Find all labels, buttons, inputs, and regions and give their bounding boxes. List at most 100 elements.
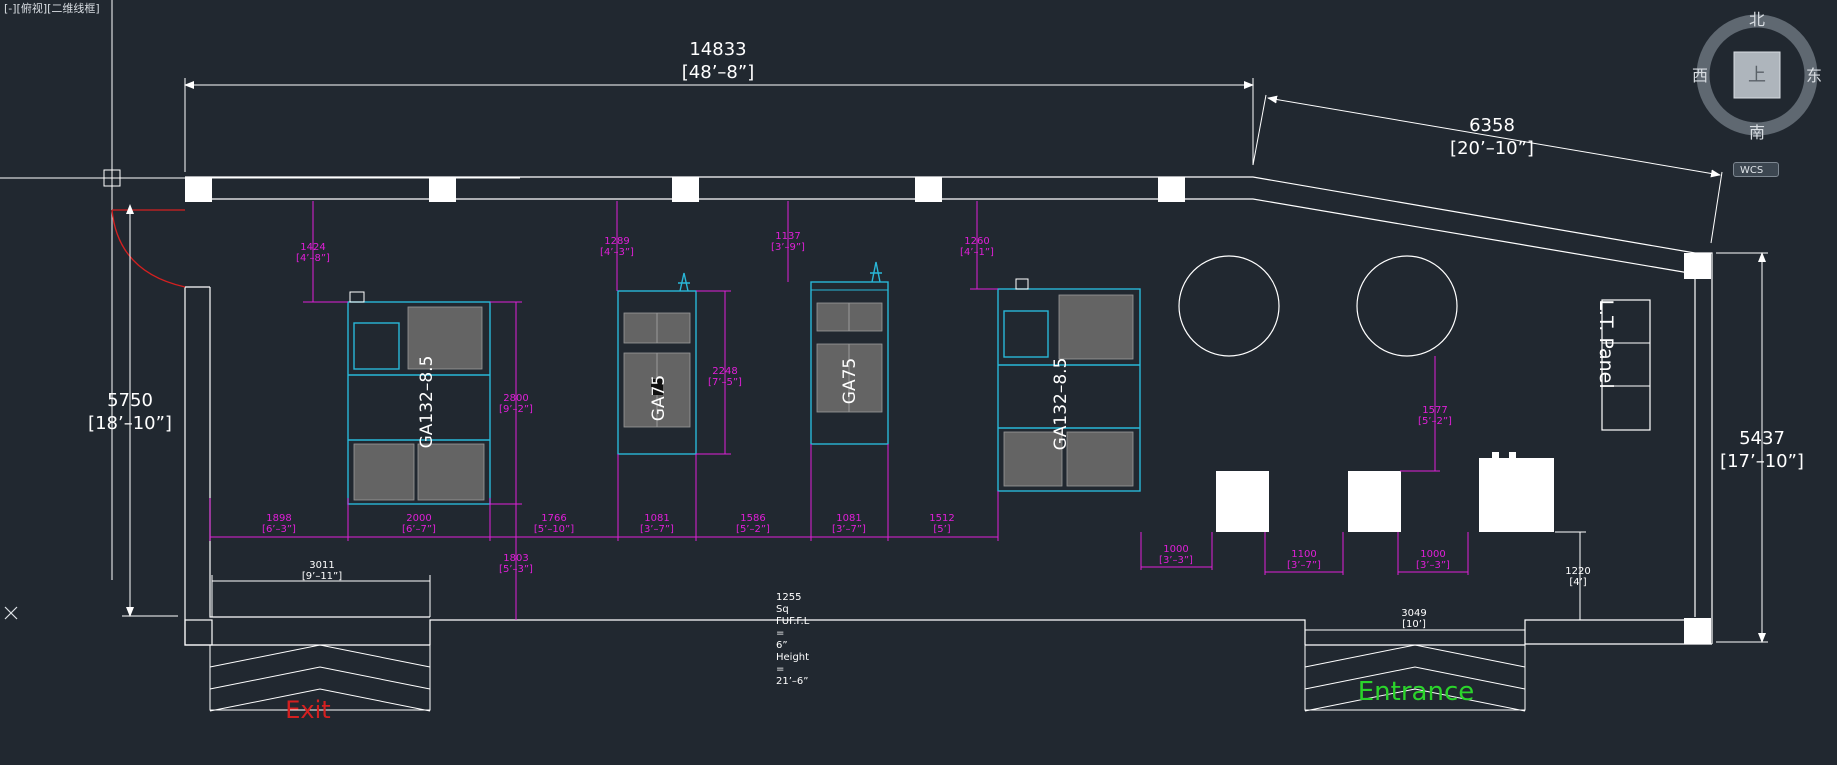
- entrance-label: Entrance: [1358, 677, 1475, 707]
- dim-left-height-ft: [18’–10”]: [88, 413, 172, 434]
- dim-entrance-width: 3049 [10’]: [1305, 608, 1525, 631]
- dim-ft: [5’–3”]: [499, 564, 533, 575]
- dim-ft: [5’–2”]: [1418, 416, 1452, 427]
- dim-right-height-mm: 5437: [1739, 428, 1785, 449]
- machine-ga75-2[interactable]: GA75: [810, 261, 889, 445]
- lt-panel-label: L.T. Panel: [1595, 299, 1617, 388]
- dim-mm: 1100: [1291, 549, 1316, 560]
- dim-mm: 3049: [1401, 608, 1426, 619]
- dim-ft: [9’–11”]: [302, 571, 342, 582]
- viewport-controls-label[interactable]: [-][俯视][二维线框]: [4, 2, 100, 15]
- door-swing: [111, 209, 186, 288]
- dim-mm: 1803: [503, 553, 528, 564]
- dim-diagonal-ft: [20’–10”]: [1450, 138, 1534, 159]
- building-outline: [184, 176, 1713, 646]
- dim-diagonal-mm: 6358: [1469, 115, 1515, 136]
- compass-east[interactable]: 东: [1806, 66, 1822, 85]
- dim-mm: 1081: [644, 513, 669, 524]
- exit-label: Exit: [285, 696, 330, 724]
- viewcube-face[interactable]: [1733, 51, 1781, 99]
- dim-ft: [3’–9”]: [771, 242, 805, 253]
- dim-mm: 1220: [1565, 566, 1590, 577]
- machine-label: GA132–8.5: [1051, 358, 1071, 451]
- machine-label: GA75: [649, 375, 669, 421]
- note-line: 6”: [776, 640, 788, 651]
- note-line: 1255: [776, 592, 801, 603]
- dim-mm: 1898: [266, 513, 291, 524]
- dim-mm: 1137: [775, 231, 800, 242]
- dim-mm: 1260: [964, 236, 989, 247]
- dryer-units[interactable]: [1216, 452, 1554, 532]
- compass-west[interactable]: 西: [1692, 66, 1708, 85]
- machine-ga75-1[interactable]: GA75: [617, 272, 697, 455]
- note-line: =: [776, 664, 784, 675]
- dim-ft: [5’–10”]: [534, 524, 574, 535]
- note-line: 21’–6”: [776, 676, 808, 687]
- dim-top-length: 14833 [48’–8”]: [184, 39, 1254, 172]
- entrance-steps: Entrance: [1304, 644, 1526, 712]
- dim-ft: [3’–7”]: [640, 524, 674, 535]
- machine-label: GA132–8.5: [417, 356, 437, 449]
- dim-ft: [4’–3”]: [600, 247, 634, 258]
- compass-south[interactable]: 南: [1749, 123, 1765, 142]
- machine-ga132-left[interactable]: GA132–8.5: [347, 291, 491, 505]
- dim-mm: 1577: [1422, 405, 1447, 416]
- machine-ga132-right[interactable]: GA132–8.5: [997, 278, 1141, 492]
- dim-top-length-ft: [48’–8”]: [682, 62, 754, 83]
- dim-ft: [7’–5”]: [708, 377, 742, 388]
- dim-machine-heights: 2800 [9’–2”] 2248 [7’–5”] 1803 [5’–3”]: [490, 290, 742, 620]
- dim-mm: 1424: [300, 242, 325, 253]
- dim-ft: [6’–7”]: [402, 524, 436, 535]
- viewcube[interactable]: 上 北 南 西 东: [1692, 10, 1822, 142]
- dim-mm: 1081: [836, 513, 861, 524]
- floor-note: 1255 Sq FUF.F.L = 6” Height = 21’–6”: [776, 592, 810, 687]
- dim-ft: [3’–7”]: [1287, 560, 1321, 571]
- dim-right-height-ft: [17’–10”]: [1720, 451, 1804, 472]
- dim-ft: [4’–1”]: [960, 247, 994, 258]
- dim-right-height: 5437 [17’–10”]: [1716, 252, 1804, 643]
- viewcube-face-label: 上: [1748, 65, 1766, 86]
- dim-mm: 3011: [309, 560, 334, 571]
- dim-clearances-top: 1424 [4’–8”] 1289 [4’–3”] 1137 [3’–9”] 1…: [296, 201, 998, 303]
- note-line: Height: [776, 652, 809, 663]
- dim-left-height-mm: 5750: [107, 390, 153, 411]
- dim-left-height: 5750 [18’–10”]: [88, 204, 178, 617]
- dim-top-length-mm: 14833: [689, 39, 746, 60]
- machine-label: GA75: [840, 358, 860, 404]
- dim-mm: 1766: [541, 513, 566, 524]
- lt-panel[interactable]: L.T. Panel: [1595, 299, 1651, 431]
- dim-ft: [4’–8”]: [296, 253, 330, 264]
- note-line: Sq: [776, 604, 789, 615]
- dim-ft: [3’–3”]: [1159, 555, 1193, 566]
- air-receiver-tanks[interactable]: [1178, 255, 1458, 357]
- wcs-menu[interactable]: WCS: [1733, 162, 1779, 177]
- dim-mm: 1586: [740, 513, 765, 524]
- dim-diagonal: 6358 [20’–10”]: [1252, 94, 1723, 244]
- dim-ft: [6’–3”]: [262, 524, 296, 535]
- columns: [184, 177, 1711, 646]
- dim-ft: [4’]: [1569, 577, 1586, 588]
- dim-mm: 1000: [1163, 544, 1188, 555]
- compass-north[interactable]: 北: [1749, 10, 1765, 29]
- dim-mm: 2000: [406, 513, 431, 524]
- dim-row-bottom: 1898 [6’–3”] 2000 [6’–7”] 1766 [5’–10”] …: [209, 444, 999, 541]
- dim-ft: [3’–7”]: [832, 524, 866, 535]
- note-line: =: [776, 628, 784, 639]
- exit-steps: Exit: [209, 644, 431, 724]
- note-line: FUF.F.L: [776, 616, 810, 627]
- dim-ft: [5’]: [933, 524, 950, 535]
- dim-exit-width: 3011 [9’–11”]: [211, 560, 431, 617]
- dim-ft: [10’]: [1402, 619, 1426, 630]
- ucs-icon: [4, 606, 18, 620]
- dim-mm: 1000: [1420, 549, 1445, 560]
- dim-tank-spacing: 1000 [3’–3”] 1100 [3’–7”] 1000 [3’–3”] 1…: [1140, 356, 1469, 575]
- dim-ft: [3’–3”]: [1416, 560, 1450, 571]
- dim-mm: 2248: [712, 366, 737, 377]
- dim-wall-gap: 1220 [4’]: [1555, 531, 1591, 620]
- dim-mm: 2800: [503, 393, 528, 404]
- dim-mm: 1512: [929, 513, 954, 524]
- dim-mm: 1289: [604, 236, 629, 247]
- dim-ft: [5’–2”]: [736, 524, 770, 535]
